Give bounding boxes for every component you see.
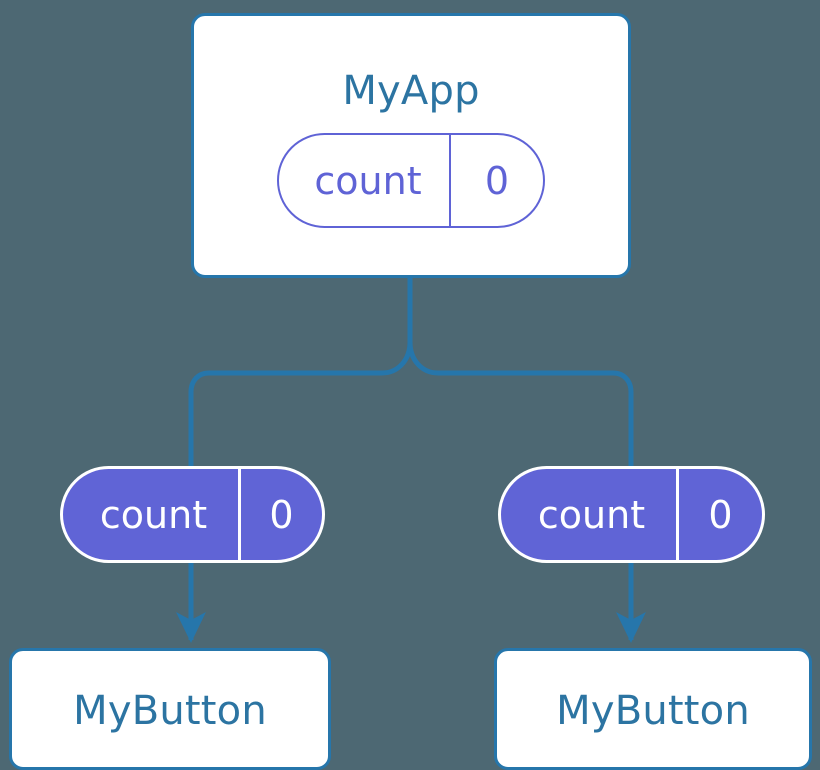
state-pill-key: count <box>314 158 422 203</box>
edge-root-to-right-child <box>407 341 634 466</box>
props-pill-left-count[interactable]: count 0 <box>60 466 325 563</box>
component-node-mybutton-right[interactable]: MyButton <box>494 648 812 770</box>
props-pill-value: 0 <box>676 469 762 560</box>
state-pill-myapp-count[interactable]: count 0 <box>277 133 545 228</box>
component-title-mybutton: MyButton <box>556 688 750 734</box>
component-title-myapp: MyApp <box>342 68 480 114</box>
state-pill-value: 0 <box>449 135 543 226</box>
edge-root-to-left-child <box>188 341 413 466</box>
props-pill-value: 0 <box>238 469 322 560</box>
props-pill-right-count[interactable]: count 0 <box>498 466 765 563</box>
component-node-mybutton-left[interactable]: MyButton <box>9 648 331 770</box>
props-pill-key: count <box>537 492 646 537</box>
props-pill-key: count <box>99 492 208 537</box>
component-title-mybutton: MyButton <box>73 688 267 734</box>
